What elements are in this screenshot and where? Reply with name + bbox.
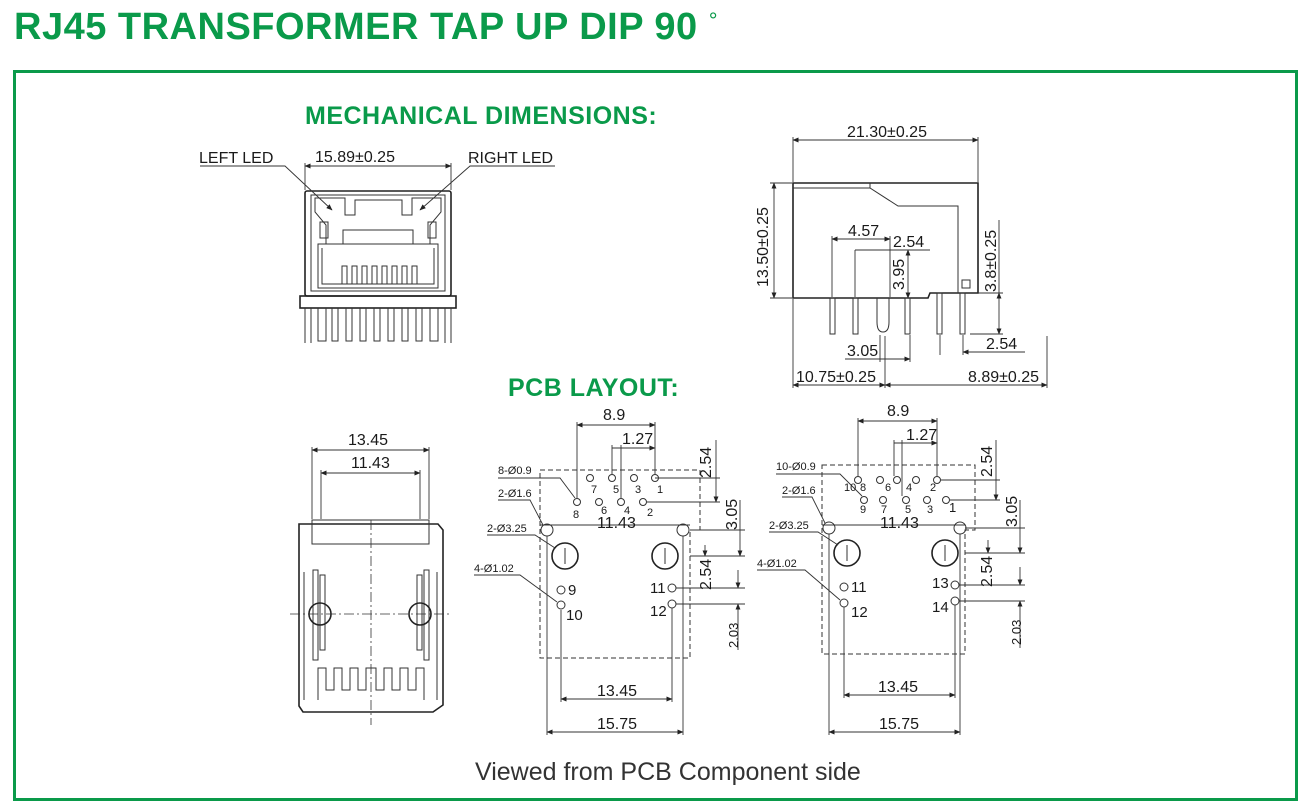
side-395-dim: 3.95 [891,259,908,290]
pcb-layout-8pin [474,422,745,735]
side-height-dim: 13.50±0.25 [755,207,772,287]
side-889-dim: 8.89±0.25 [968,369,1039,386]
a-pin-2: 2 [647,507,653,519]
a-pin-5: 5 [613,484,619,496]
bottom-1143-dim: 11.43 [351,455,390,472]
b-203-dim: 2.03 [1009,620,1024,645]
left-led-label: LEFT LED [199,150,273,167]
degree-symbol: ° [708,8,719,33]
b-pin-8: 8 [860,482,866,494]
side-pins [829,292,966,335]
b-pin-4: 4 [906,482,912,494]
a-1143-dim: 11.43 [597,515,636,532]
side-38-dim: 3.8±0.25 [983,230,1000,292]
side-view [770,137,1048,388]
front-view [200,163,555,343]
pcb-layout-10pin [757,418,1025,735]
b-hole-325-label: 2-Ø3.25 [769,520,809,532]
b-89-dim: 8.9 [887,403,909,420]
a-pin-10: 10 [566,607,583,624]
a-1575-dim: 15.75 [597,716,637,733]
b-254-dim: 2.54 [979,446,996,477]
mechanical-dimensions-heading: MECHANICAL DIMENSIONS: [305,102,658,130]
a-pin-11: 11 [650,580,666,597]
title-text: RJ45 TRANSFORMER TAP UP DIP 90 [14,6,698,48]
b-1345-dim: 13.45 [878,679,918,696]
b-pin-3: 3 [927,504,933,516]
bottom-1345-dim: 13.45 [348,432,388,449]
b-hole-09-label: 10-Ø0.9 [776,461,816,473]
a-127-dim: 1.27 [622,431,653,448]
b-305-dim: 3.05 [1004,496,1021,527]
b-254b-dim: 2.54 [979,556,996,587]
pcb-layout-heading: PCB LAYOUT: [508,374,680,402]
a-254b-dim: 2.54 [698,559,715,590]
b-pin-12: 12 [851,604,868,621]
b-pin-2: 2 [930,482,936,494]
b-1143-dim: 11.43 [880,515,919,532]
a-hole-16-label: 2-Ø1.6 [498,488,532,500]
side-457-dim: 4.57 [848,223,879,240]
b-hole-102-label: 4-Ø1.02 [757,558,797,570]
side-254a-dim: 2.54 [893,234,924,251]
a-89-dim: 8.9 [603,407,625,424]
front-pins [304,308,452,343]
a-pin-7: 7 [591,484,597,496]
right-led-label: RIGHT LED [468,150,553,167]
a-hole-102-label: 4-Ø1.02 [474,563,514,575]
b-pin-1: 1 [949,500,956,515]
a-1345-dim: 13.45 [597,683,637,700]
a-pin-8: 8 [573,509,579,521]
a-pin-3: 3 [635,484,641,496]
contact-fingers [341,265,418,285]
b-pin-13: 13 [932,575,949,592]
b-pin-6: 6 [885,482,891,494]
b-pin-9: 9 [860,504,866,516]
a-pin-4: 4 [624,505,630,517]
a-hole-325-label: 2-Ø3.25 [487,523,527,535]
b-hole-16-label: 2-Ø1.6 [782,485,816,497]
page-title: RJ45 TRANSFORMER TAP UP DIP 90 ° [14,6,718,49]
side-254b-dim: 2.54 [986,336,1017,353]
b-pin-11: 11 [851,579,867,596]
a-hole-09-label: 8-Ø0.9 [498,465,532,477]
side-length-dim: 21.30±0.25 [847,124,927,141]
a-pin-6: 6 [601,505,607,517]
a-254-dim: 2.54 [698,447,715,478]
view-caption: Viewed from PCB Component side [475,758,861,786]
a-305-dim: 3.05 [724,499,741,530]
b-pin-10: 10 [844,482,856,494]
front-width-dim: 15.89±0.25 [315,149,395,166]
b-pin-5: 5 [905,504,911,516]
a-pin-9: 9 [568,582,576,599]
b-pin-14: 14 [932,599,949,616]
b-pin-7: 7 [881,504,887,516]
a-203-dim: 2.03 [726,623,741,648]
drawing-frame [13,70,1298,801]
b-127-dim: 1.27 [906,427,937,444]
b-1575-dim: 15.75 [879,716,919,733]
side-305-dim: 3.05 [847,343,878,360]
a-pin-1: 1 [657,484,663,496]
a-pin-12: 12 [650,603,667,620]
signal-pin-holes [854,476,950,504]
side-1075-dim: 10.75±0.25 [796,369,876,386]
bottom-view [290,447,450,725]
